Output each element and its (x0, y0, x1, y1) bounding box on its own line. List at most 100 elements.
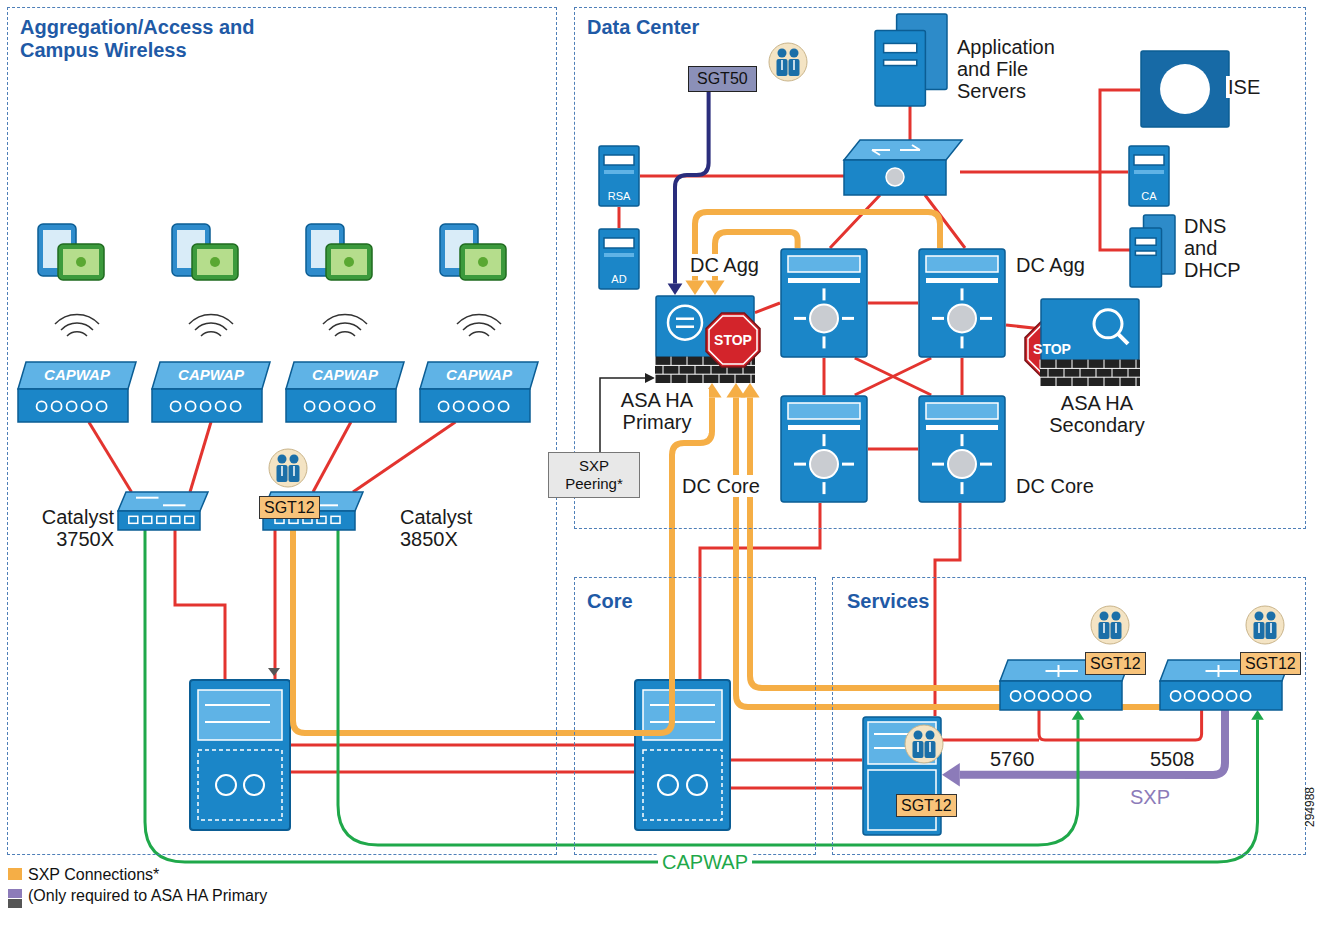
network-link (868, 303, 918, 304)
network-link (855, 358, 931, 395)
callout-box: SXP Peering* (548, 452, 640, 498)
legend-swatch (8, 868, 22, 880)
network-link (313, 422, 351, 492)
callout-text: SXP Peering* (555, 457, 633, 493)
ap-label: CAPWAP (156, 366, 266, 384)
ap-label: CAPWAP (22, 366, 132, 384)
server-icon: Application and File Servers (875, 14, 947, 106)
stop-text: STOP (706, 331, 760, 349)
sxp-connector-line (960, 710, 1225, 775)
chassis-switch-graphic (862, 716, 942, 836)
tablets (38, 224, 506, 336)
device-label: 5760 (988, 748, 1037, 770)
chassis-switch: SGT12 (862, 716, 942, 836)
core-switch (635, 680, 730, 830)
network-link-line (961, 358, 964, 395)
nexus-switch: DC Agg (780, 248, 868, 358)
region-box: Aggregation/Access and Campus WirelessCA… (8, 8, 556, 854)
wireless-controller: SGT125760 (1000, 660, 1130, 710)
arrowhead (685, 280, 704, 295)
network-link-line (313, 422, 351, 492)
sxp-connector (293, 383, 722, 733)
network-link (824, 358, 825, 395)
network-link (855, 358, 931, 395)
capwap-tunnel (338, 530, 1084, 845)
server-icon-graphic (1130, 215, 1175, 287)
catalyst-switch: Catalyst 3750X (118, 492, 208, 530)
device-label: DC Core (1014, 475, 1096, 497)
edge-label: CAPWAP (658, 851, 752, 874)
device-label: Application and File Servers (955, 36, 1071, 102)
sxp-connector (942, 710, 1225, 787)
network-link (190, 422, 211, 492)
server-icon: CA (1128, 145, 1170, 207)
region-box: ServicesSGT12SGT125760SGT125508 (833, 578, 1305, 854)
network-link-line (353, 422, 455, 492)
capwap-tunnel-line (338, 530, 1078, 845)
device-label: RSA (598, 189, 640, 203)
network-link-line (190, 422, 211, 492)
region-title: Core (587, 590, 633, 613)
ap-label: CAPWAP (424, 366, 534, 384)
ap-label: CAPWAP (290, 366, 400, 384)
server-icon: RSA (598, 145, 640, 207)
device-label: DC Agg (688, 254, 761, 276)
wireless-controller: SGT125508 (1160, 660, 1290, 710)
sgt-tag: SGT12 (1085, 652, 1146, 675)
network-link-line (868, 302, 918, 305)
device-label: DC Core (680, 475, 762, 497)
sgt-tag: SGT12 (1240, 652, 1301, 675)
network-link-line (823, 358, 826, 395)
region-box: Core (575, 578, 815, 854)
arrowhead (1072, 710, 1085, 720)
device-label: AD (598, 272, 640, 286)
network-link-line (755, 303, 780, 313)
network-link (353, 422, 455, 492)
user-group-icon (769, 43, 807, 81)
device-label: 5508 (1148, 748, 1197, 770)
network-link-line (855, 358, 931, 395)
region-title: Data Center (587, 16, 699, 39)
device-label: DC Agg (1014, 254, 1087, 276)
legend-swatch-grey (8, 899, 22, 908)
stop-sign: STOP (706, 313, 760, 367)
network-link-line (1039, 710, 1202, 740)
server-icon-graphic (875, 14, 947, 106)
nexus-switch: DC Core (918, 395, 1006, 503)
sxp-connector (740, 383, 1000, 688)
server-icon: AD (598, 228, 640, 290)
arrowhead (1251, 710, 1264, 720)
arrowhead (726, 383, 745, 398)
sxp-connector-line (293, 398, 712, 733)
catalyst-switch: Catalyst 3850XSGT12 (263, 492, 363, 530)
network-link (89, 422, 132, 492)
capwap-tunnel-line (145, 530, 1258, 862)
nexus-switch: DC Agg (918, 248, 1006, 358)
nexus-switch-graphic (780, 248, 868, 358)
network-link (1039, 710, 1202, 740)
network-link (868, 449, 918, 450)
stop-text: STOP (1025, 340, 1079, 358)
device-label: Catalyst 3850X (398, 506, 492, 550)
region-box: Data CenterSGT50 Application and File Ser… (575, 8, 1305, 528)
device-label: ISE (1226, 76, 1262, 98)
network-link-line (89, 422, 132, 492)
sgt-tag: SGT50 (688, 66, 757, 92)
device-label: Catalyst 3750X (22, 506, 116, 550)
sgt-tag: SGT12 (259, 496, 320, 519)
legend-text: (Only required to ASA HA Primary (28, 887, 267, 905)
nexus-switch-graphic (780, 395, 868, 503)
ise-icon: ISE (1140, 50, 1230, 128)
device-label: ASA HA Secondary (1035, 392, 1159, 436)
legend-text: SXP Connections* (28, 866, 159, 884)
region-title: Services (847, 590, 929, 613)
network-link (755, 303, 780, 313)
nexus-switch-graphic (918, 395, 1006, 503)
access-point: CAPWAP (18, 362, 136, 422)
access-point: CAPWAP (420, 362, 538, 422)
edge-label: SXP (1126, 786, 1174, 809)
access-point: CAPWAP (152, 362, 270, 422)
sxp-connector (726, 383, 1160, 707)
